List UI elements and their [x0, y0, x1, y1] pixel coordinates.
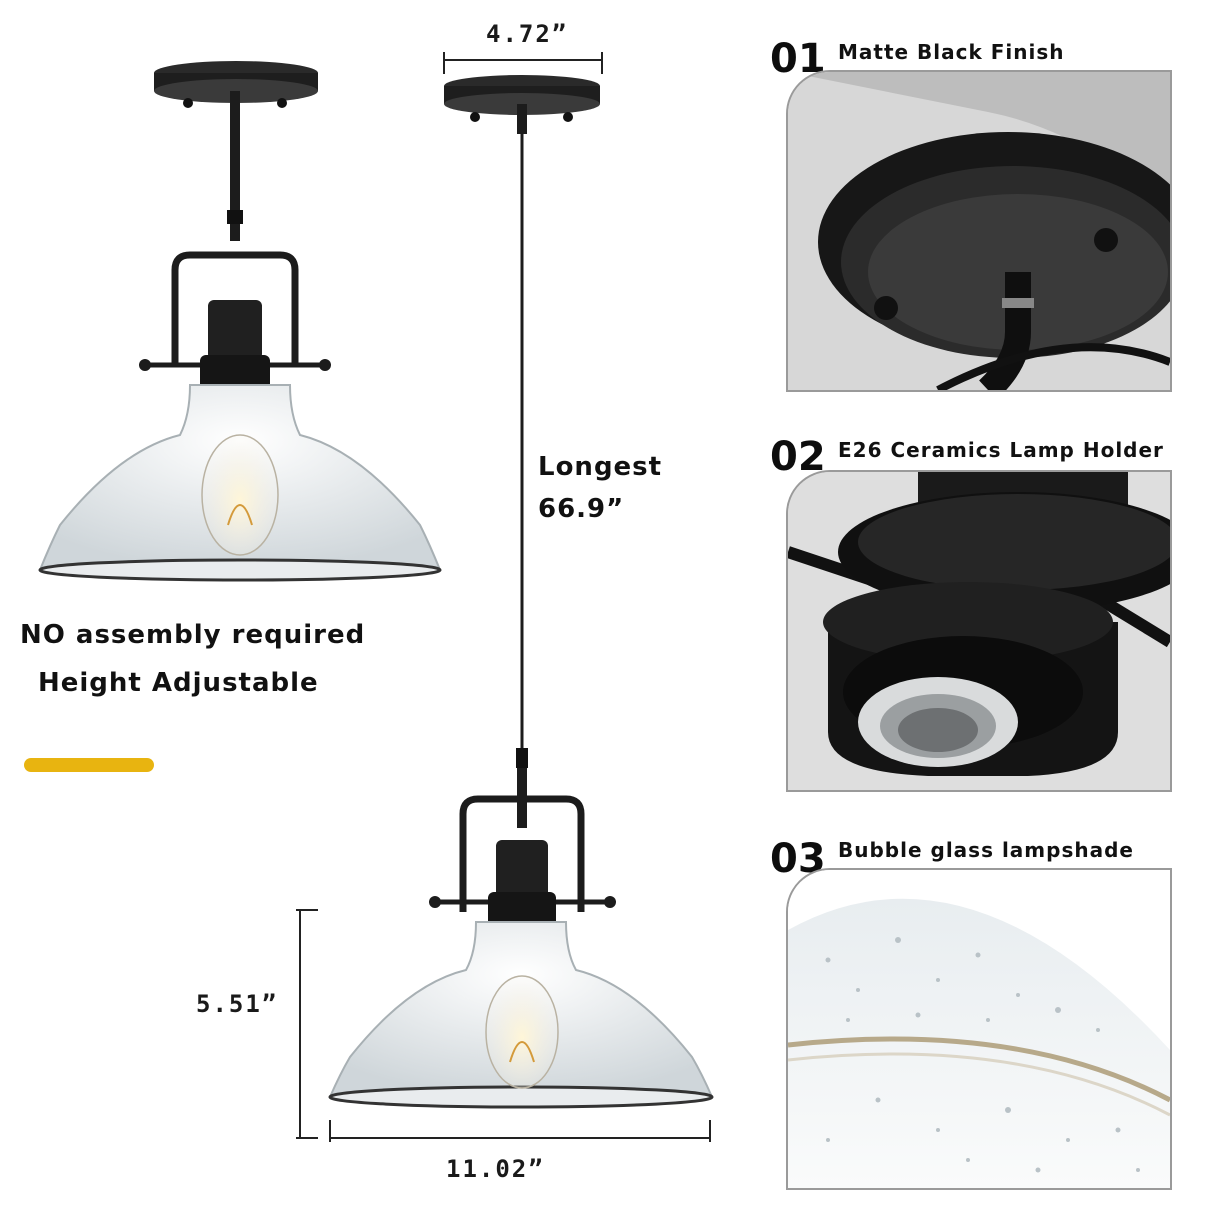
feature-3-image [786, 868, 1172, 1190]
longest-value: 66.9” [538, 494, 625, 524]
feature-3-title: Bubble glass lampshade [838, 838, 1134, 862]
height-adjustable-note: Height Adjustable [38, 668, 319, 698]
height-label: 5.51” [196, 990, 279, 1018]
canopy-width-dimension-line [442, 48, 604, 76]
lamp-middle-illustration [320, 72, 720, 1112]
canopy-width-label: 4.72” [486, 20, 569, 48]
lamp-left-illustration [30, 55, 450, 600]
no-assembly-note: NO assembly required [20, 620, 366, 650]
longest-label: Longest [538, 452, 663, 482]
width-label: 11.02” [446, 1155, 545, 1183]
width-dimension-line [328, 1118, 712, 1144]
feature-1-title: Matte Black Finish [838, 40, 1065, 64]
height-dimension-line [294, 908, 320, 1140]
feature-2-image [786, 470, 1172, 792]
feature-2-title: E26 Ceramics Lamp Holder [838, 438, 1164, 462]
feature-1-image [786, 70, 1172, 392]
accent-bar [24, 758, 154, 772]
